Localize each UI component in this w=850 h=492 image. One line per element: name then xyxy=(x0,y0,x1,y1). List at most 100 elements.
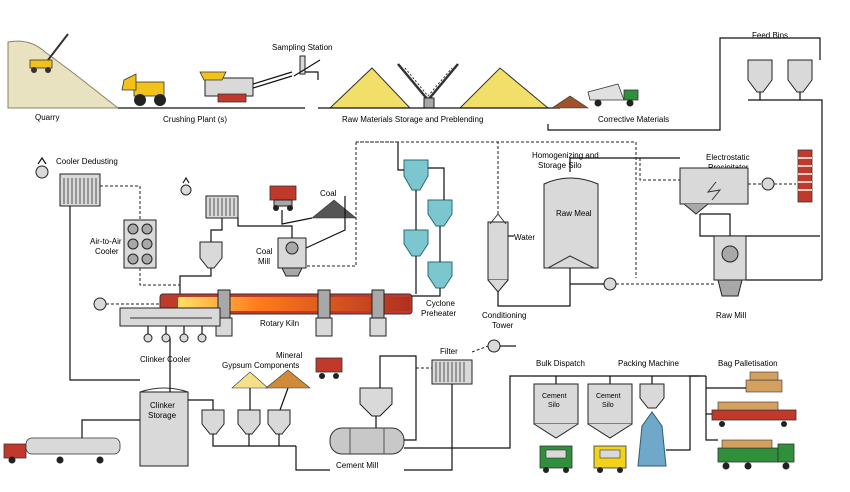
mill-to-separator-line xyxy=(379,355,417,441)
storage-to-bin-line xyxy=(188,399,214,410)
coal-bin xyxy=(199,241,223,269)
filter-return-line xyxy=(404,384,453,471)
raw-mill-label: Raw Mill xyxy=(716,311,746,320)
cement-transport-line xyxy=(404,375,700,449)
storage-to-truck-line xyxy=(81,419,140,438)
electrostatic-label-1: Electrostatic xyxy=(706,153,750,162)
pallet-stack-icon xyxy=(706,371,783,393)
air-cooler-label-1: Air-to-Air xyxy=(90,237,122,246)
mineral-label-2: Gypsum Components xyxy=(222,361,299,370)
raw-mill-to-silo-line xyxy=(569,157,680,172)
precipitator-dust-line xyxy=(699,214,820,237)
coal-pile xyxy=(311,199,357,219)
cement-mill-label: Cement Mill xyxy=(336,461,378,470)
cyclone-label-2: Preheater xyxy=(421,309,456,318)
packer-to-palletiser xyxy=(666,375,706,451)
bulk-truck-yellow-icon xyxy=(593,445,627,473)
coal-feed-line xyxy=(281,210,313,225)
filter-fan-icon xyxy=(487,339,516,353)
palletiser-to-trucks xyxy=(705,376,718,441)
tanker-truck-icon xyxy=(3,437,121,464)
cement-filter xyxy=(431,359,473,385)
bag-palletisation-label: Bag Palletisation xyxy=(718,359,778,368)
mineral-label-1: Mineral xyxy=(276,351,302,360)
kiln-inlet-fan-icon xyxy=(93,297,107,311)
crushing-plant-label: Crushing Plant (s) xyxy=(163,115,227,124)
coal-mill-label-1: Coal xyxy=(256,247,273,256)
feed-bins-out-line xyxy=(748,99,823,280)
cooler-to-kiln-duct xyxy=(139,268,181,300)
cement-mill xyxy=(329,427,405,455)
homogenizing-label-1: Homogenizing and xyxy=(532,151,599,160)
cement-silo-b-label-1: Cement xyxy=(596,393,621,400)
stockpile-to-bins-line xyxy=(547,44,721,131)
electrostatic-precipitator xyxy=(679,167,749,215)
raw-material-stockpile xyxy=(318,63,560,109)
cooler-dedusting-filter xyxy=(59,173,101,207)
dedusting-fan-icon xyxy=(35,156,49,179)
corrective-materials-pile xyxy=(551,95,589,109)
drill-rig-icon xyxy=(29,33,69,73)
packing-machine-label: Packing Machine xyxy=(618,359,679,368)
bulk-truck-green-icon xyxy=(539,445,573,473)
coal-truck-icon xyxy=(269,185,297,211)
air-to-air-cooler xyxy=(123,219,157,269)
feed-to-cement-mill xyxy=(295,446,330,471)
rotary-kiln xyxy=(159,289,413,319)
coal-mill-label-2: Mill xyxy=(258,257,270,266)
feed-bin-1 xyxy=(747,59,773,100)
conditioning-tower xyxy=(487,213,509,293)
cyclone-label-1: Cyclone xyxy=(426,299,455,308)
raw-mill-fan-icon xyxy=(603,277,617,291)
crusher-icon xyxy=(199,71,293,103)
sampling-station-icon xyxy=(293,55,321,80)
coal-mill xyxy=(277,237,307,277)
feed-bins-label: Feed Bins xyxy=(752,31,788,40)
tower-to-silo-line xyxy=(497,280,571,307)
raw-mill xyxy=(713,235,747,297)
cement-silo-a xyxy=(533,383,579,439)
filter-label: Filter xyxy=(440,347,458,356)
coal-bin-to-kiln-line xyxy=(179,268,212,300)
gypsum-pile xyxy=(231,371,269,389)
coal-filter xyxy=(205,195,239,219)
stack-chimney xyxy=(797,149,813,203)
clinker-storage-label-1: Clinker xyxy=(150,401,175,410)
conditioning-label-1: Conditioning xyxy=(482,311,526,320)
raw-meal-label: Raw Meal xyxy=(556,209,592,218)
dedusting-return-line xyxy=(69,206,140,381)
coal-mill-to-filter-line xyxy=(237,218,293,238)
quarry-label: Quarry xyxy=(35,113,59,122)
cement-silo-b-label-2: Silo xyxy=(602,402,614,409)
raw-mill-to-precipitator xyxy=(700,213,731,236)
clinker-storage-label-2: Storage xyxy=(148,411,177,420)
homogenizing-label-2: Storage Silo xyxy=(538,161,582,170)
rotary-kiln-label: Rotary Kiln xyxy=(260,319,299,328)
coal-fan-icon xyxy=(180,176,192,196)
coal-pile-to-mill-line xyxy=(305,196,346,249)
preheater-exhaust-duct xyxy=(356,141,637,278)
homogenizing-silo xyxy=(543,177,599,280)
coal-filter-to-bin-line xyxy=(210,218,223,242)
bag-truck-icon xyxy=(717,439,795,470)
precipitator-inlet-duct xyxy=(639,158,680,181)
clinker-cooler xyxy=(119,307,221,327)
mineral-to-bin-line xyxy=(279,387,289,411)
bins-collector-1 xyxy=(212,434,296,447)
quarry-hill xyxy=(7,40,120,109)
mineral-truck-icon xyxy=(315,357,343,379)
hot-gas-duct-coal-mill xyxy=(306,142,357,267)
bulk-dispatch-label: Bulk Dispatch xyxy=(536,359,585,368)
coal-label: Coal xyxy=(320,189,337,198)
additive-bins xyxy=(201,409,291,435)
corrective-materials-label: Corrective Materials xyxy=(598,115,669,124)
cooler-dedusting-label: Cooler Dedusting xyxy=(56,157,118,166)
wheel-loader-icon xyxy=(121,73,166,106)
raw-materials-storage-label: Raw Materials Storage and Preblending xyxy=(342,115,483,124)
cement-separator xyxy=(359,387,393,417)
dedusting-duct xyxy=(100,185,141,220)
mineral-pile xyxy=(265,369,311,389)
filter-to-fan-duct xyxy=(471,345,489,353)
